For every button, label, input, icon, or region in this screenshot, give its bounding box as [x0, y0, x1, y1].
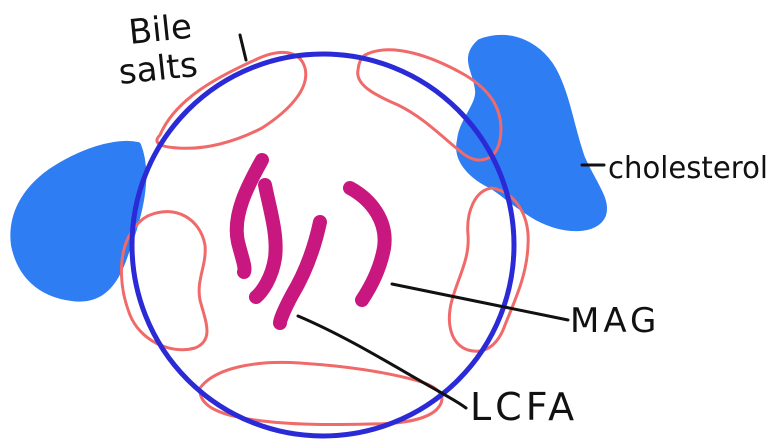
cholesterol-blob-left — [13, 144, 143, 299]
micelle-membrane — [132, 54, 514, 436]
bile-salts-pointer — [240, 35, 246, 60]
bile-salts-label-line2: salts — [117, 45, 200, 93]
lcfa-tail-1 — [237, 160, 262, 272]
bile-salt-right — [449, 188, 528, 351]
lcfa-tail-3 — [280, 222, 320, 323]
lcfa-label: LCFA — [470, 385, 578, 429]
lipid-tails — [237, 160, 385, 323]
lcfa-tail-2 — [256, 185, 276, 297]
cholesterol-blob-right — [459, 38, 604, 228]
mag-pointer — [392, 284, 568, 320]
mag-tail — [350, 188, 385, 300]
mag-label: MAG — [570, 301, 660, 341]
cholesterol-label: cholesterol — [608, 151, 768, 186]
lcfa-pointer — [298, 316, 466, 408]
